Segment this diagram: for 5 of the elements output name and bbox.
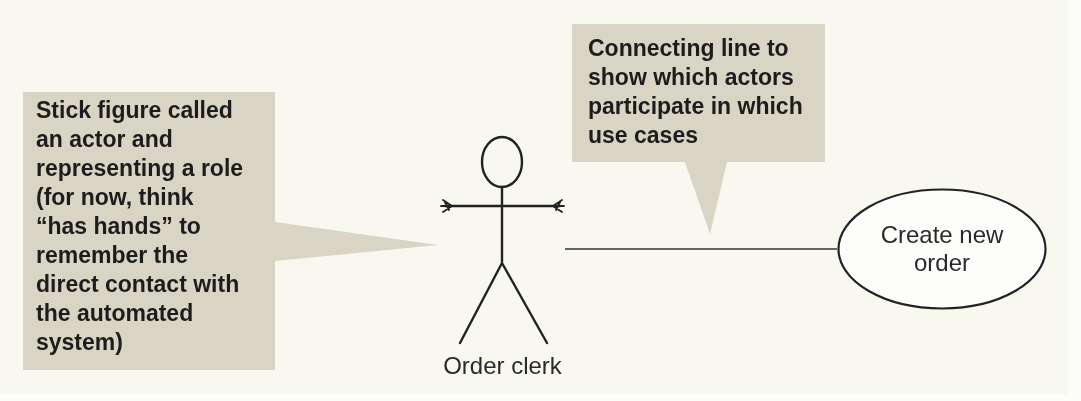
callout-text: Connecting line to show which actors participate in which use cases bbox=[588, 34, 804, 150]
callout-text: Stick figure called an actor and representing a role (for now, think “has hands” to remember the direct contact with the automated system) bbox=[36, 96, 245, 357]
association-line bbox=[564, 248, 838, 250]
actor-name: Order clerk bbox=[443, 352, 562, 380]
use-case-name: Create new order bbox=[879, 221, 1005, 277]
